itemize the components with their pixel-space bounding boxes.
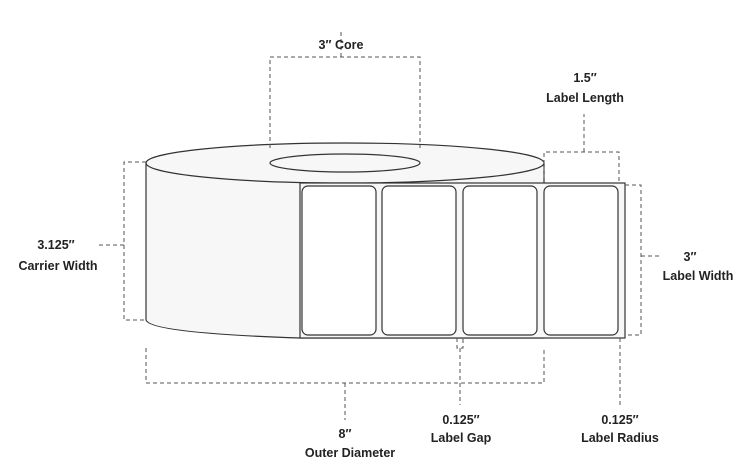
label-length-dimension-line bbox=[543, 114, 620, 182]
label-gap-label: Label Gap bbox=[431, 431, 492, 445]
outer-diameter-value: 8″ bbox=[339, 427, 352, 441]
label-1 bbox=[301, 185, 377, 336]
label-length-label: Label Length bbox=[546, 91, 624, 105]
label-width-label: Label Width bbox=[663, 269, 734, 283]
outer-diameter-label: Outer Diameter bbox=[305, 446, 395, 460]
carrier-width-dimension-line bbox=[96, 161, 146, 321]
core-value: 3″ Core bbox=[319, 38, 364, 52]
core-dimension-line bbox=[269, 30, 421, 148]
label-roll bbox=[145, 142, 626, 339]
label-3 bbox=[462, 185, 538, 336]
dimension-labels: 3″ Core 1.5″ Label Length 3.125″ Carrier… bbox=[18, 38, 733, 460]
label-radius-label: Label Radius bbox=[581, 431, 659, 445]
label-width-dimension-line bbox=[625, 184, 662, 336]
label-gap-value: 0.125″ bbox=[442, 413, 479, 427]
roll-core bbox=[269, 153, 421, 173]
label-4 bbox=[543, 185, 619, 336]
label-length-value: 1.5″ bbox=[573, 71, 596, 85]
carrier-width-value: 3.125″ bbox=[37, 238, 74, 252]
label-radius-value: 0.125″ bbox=[601, 413, 638, 427]
label-width-value: 3″ bbox=[684, 250, 697, 264]
carrier-width-label: Carrier Width bbox=[18, 259, 97, 273]
outer-diameter-dimension-line bbox=[145, 348, 545, 420]
label-gap-dimension-line bbox=[456, 338, 464, 405]
dimension-lines bbox=[96, 30, 662, 420]
label-2 bbox=[381, 185, 457, 336]
